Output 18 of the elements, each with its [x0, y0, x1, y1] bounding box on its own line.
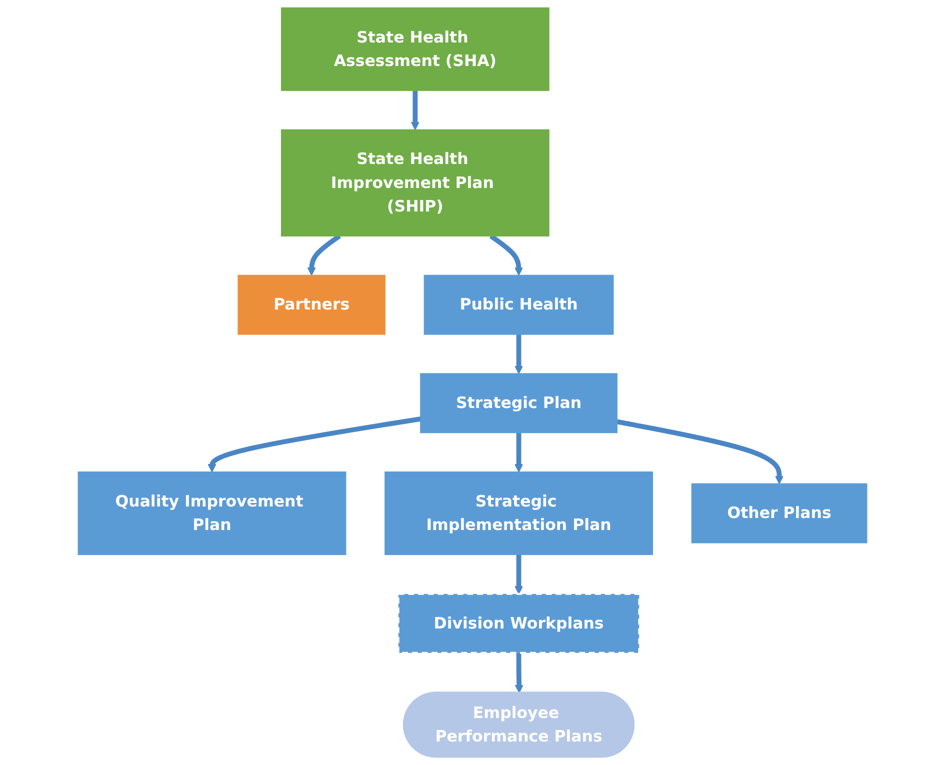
- arrow: [616, 419, 784, 484]
- arrow: [307, 234, 341, 276]
- node-box: Public Health: [424, 274, 614, 335]
- arrow: [208, 416, 421, 472]
- node-box: Quality Improvement Plan: [78, 471, 346, 556]
- node-box: State Health Improvement Plan (SHIP): [280, 129, 550, 236]
- node-box: Strategic Plan: [420, 373, 618, 434]
- node-box: Division Workplans: [397, 592, 640, 654]
- arrow: [514, 652, 524, 694]
- arrow: [514, 432, 524, 472]
- node-box: State Health Assessment (SHA): [280, 7, 550, 91]
- arrow: [410, 90, 420, 130]
- arrow: [514, 554, 524, 594]
- arrow: [514, 334, 524, 374]
- arrow: [489, 234, 524, 276]
- node-box: Partners: [238, 274, 386, 335]
- node-box: Strategic Implementation Plan: [384, 471, 653, 556]
- node-box: Other Plans: [691, 483, 868, 544]
